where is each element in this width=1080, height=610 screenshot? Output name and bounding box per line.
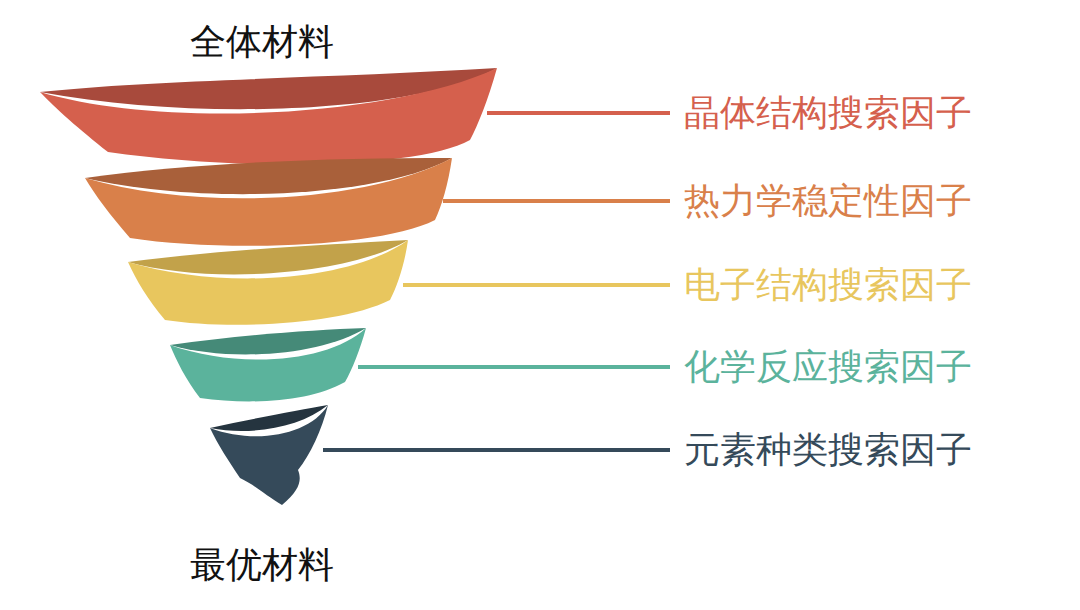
- top-caption: 全体材料: [190, 22, 334, 62]
- leader-line: [358, 365, 670, 369]
- factor-label: 电子结构搜索因子: [684, 265, 972, 305]
- factor-label: 化学反应搜索因子: [684, 347, 972, 387]
- funnel-band: [85, 158, 452, 246]
- leader-line: [323, 448, 670, 452]
- leader-line: [443, 199, 670, 203]
- bottom-caption: 最优材料: [190, 545, 334, 585]
- funnel-band: [40, 68, 497, 165]
- funnel-band: [128, 240, 408, 325]
- factor-label: 晶体结构搜索因子: [684, 93, 972, 133]
- leader-line: [403, 283, 670, 287]
- funnel-band: [210, 405, 328, 505]
- leader-line: [487, 111, 670, 115]
- funnel-band: [170, 328, 366, 401]
- factor-label: 元素种类搜索因子: [684, 430, 972, 470]
- factor-label: 热力学稳定性因子: [684, 181, 972, 221]
